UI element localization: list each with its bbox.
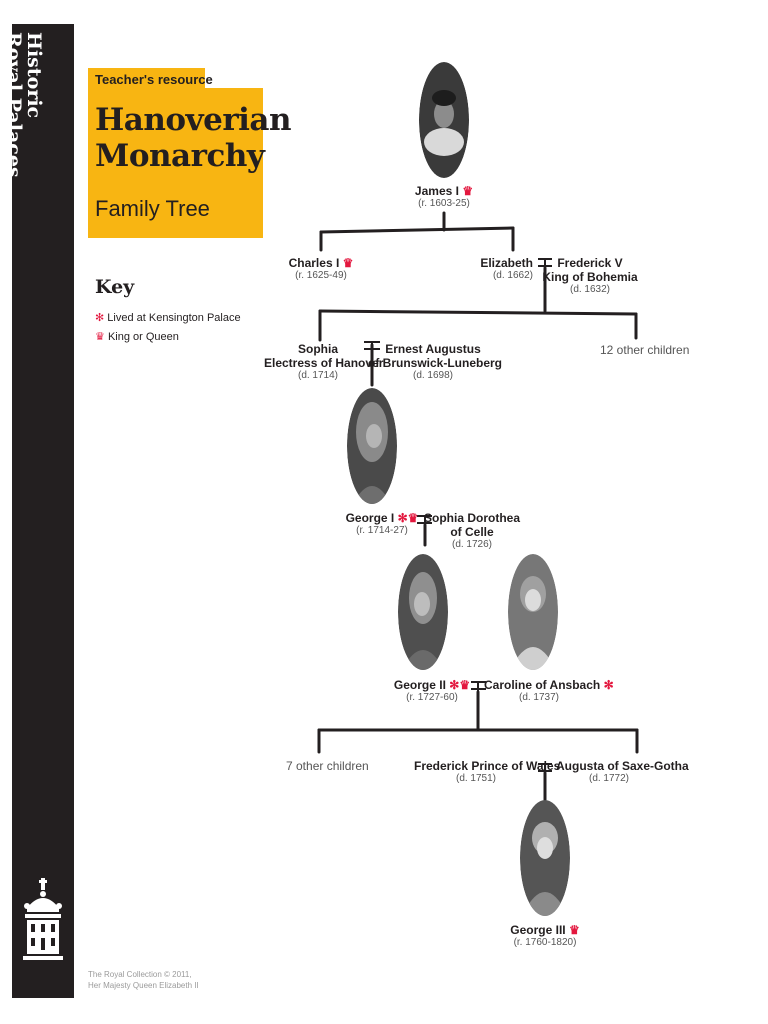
crown-icon: ♛ (459, 678, 471, 692)
person-name-line1: Sophia (297, 342, 338, 356)
kensington-icon: ✻ (449, 678, 460, 692)
page-title: Hanoverian Monarchy (95, 102, 292, 174)
kensington-icon: ✻ (397, 511, 408, 525)
person-james-i: James I ♛ (r. 1603-25) (384, 184, 504, 209)
person-dates: (d. 1751) (455, 773, 497, 784)
person-ernest-augustus: Ernest Augustus of Brunswick-Luneberg (d… (368, 342, 502, 381)
person-george-ii: George II ✻♛ (r. 1727-60) (390, 678, 474, 703)
george-i-portrait (347, 388, 397, 504)
key-label: King or Queen (107, 331, 179, 343)
crown-crest-icon (23, 878, 63, 960)
person-sophia: Sophia Electress of Hanover (d. 1714) (264, 342, 383, 381)
person-dates: (d. 1714) (297, 370, 339, 381)
person-name: Frederick Prince of Wales (414, 759, 561, 773)
person-frederick-v: Frederick V King of Bohemia (d. 1632) (542, 256, 637, 295)
copyright-line2: Her Majesty Queen Elizabeth II (88, 981, 199, 990)
title-line2: Monarchy (95, 138, 265, 174)
copyright-notice: The Royal Collection © 2011, Her Majesty… (88, 969, 199, 991)
person-sophia-dorothea: Sophia Dorothea of Celle (d. 1726) (424, 511, 520, 550)
person-dates: (d. 1698) (412, 370, 454, 381)
crown-icon: ♛ (407, 511, 419, 525)
person-name: Augusta of Saxe-Gotha (556, 759, 689, 773)
person-dates: (d. 1737) (518, 692, 560, 703)
page-subtitle: Family Tree (95, 196, 210, 221)
person-dates: (d. 1662) (492, 270, 533, 281)
resource-tag: Teacher's resource (95, 72, 213, 87)
person-dates: (d. 1632) (569, 284, 611, 295)
person-dates: (r. 1625-49) (295, 270, 347, 281)
key-label: Lived at Kensington Palace (107, 312, 241, 324)
person-name-line2: King of Bohemia (542, 270, 638, 284)
person-name: James I ♛ (414, 184, 474, 198)
person-frederick-prince-of-wales: Frederick Prince of Wales (d. 1751) (414, 759, 561, 784)
person-dates: (d. 1726) (451, 539, 493, 550)
person-name: Caroline of Ansbach ✻ (484, 678, 614, 692)
title-background (88, 88, 263, 238)
person-name-line2: of Brunswick-Luneberg (368, 356, 503, 370)
key-item-crown: ♛ King or Queen (95, 330, 179, 343)
tag-background (88, 68, 205, 90)
person-augusta-of-saxe-gotha: Augusta of Saxe-Gotha (d. 1772) (556, 759, 689, 784)
crown-icon: ♛ (342, 256, 354, 270)
kensington-icon: ✻ (95, 312, 105, 324)
person-name-line1: Frederick V (557, 256, 623, 270)
person-name: George I ✻♛ (345, 511, 419, 525)
person-dates: (d. 1772) (588, 773, 630, 784)
key-item-kensington: ✻ Lived at Kensington Palace (95, 311, 241, 324)
person-dates: (r. 1714-27) (356, 525, 408, 536)
key-heading: Key (95, 276, 135, 298)
person-elizabeth: Elizabeth (d. 1662) (440, 256, 533, 281)
person-name: George III ♛ (510, 923, 580, 937)
crown-icon: ♛ (568, 923, 580, 937)
person-dates: (r. 1727-60) (406, 692, 458, 703)
person-george-iii: George III ♛ (r. 1760-1820) (500, 923, 590, 948)
other-children-12: 12 other children (600, 343, 690, 357)
george-iii-portrait (520, 800, 570, 916)
kensington-icon: ✻ (603, 678, 614, 692)
other-children-7: 7 other children (286, 759, 369, 773)
sidebar: Historic Royal Palaces (3, 24, 74, 998)
person-dates: (r. 1760-1820) (513, 937, 577, 948)
person-name-line2: of Celle (450, 525, 494, 539)
copyright-line1: The Royal Collection © 2011, (88, 970, 192, 979)
person-name: Charles I ♛ (288, 256, 354, 270)
crown-icon: ♛ (462, 184, 474, 198)
person-name-line2: Electress of Hanover (264, 356, 384, 370)
person-name: George II ✻♛ (393, 678, 471, 692)
person-george-i: George I ✻♛ (r. 1714-27) (336, 511, 428, 536)
person-charles-i: Charles I ♛ (r. 1625-49) (266, 256, 376, 281)
person-name-line1: Ernest Augustus (385, 342, 481, 356)
person-dates: (r. 1603-25) (418, 198, 470, 209)
person-name-line1: Sophia Dorothea (424, 511, 521, 525)
person-caroline-of-ansbach: Caroline of Ansbach ✻ (d. 1737) (484, 678, 614, 703)
person-name: Elizabeth (480, 256, 533, 270)
caroline-portrait (508, 554, 558, 670)
james-i-portrait (419, 62, 469, 178)
george-ii-portrait (398, 554, 448, 670)
crown-icon: ♛ (95, 331, 105, 343)
title-line1: Hanoverian (95, 102, 292, 138)
